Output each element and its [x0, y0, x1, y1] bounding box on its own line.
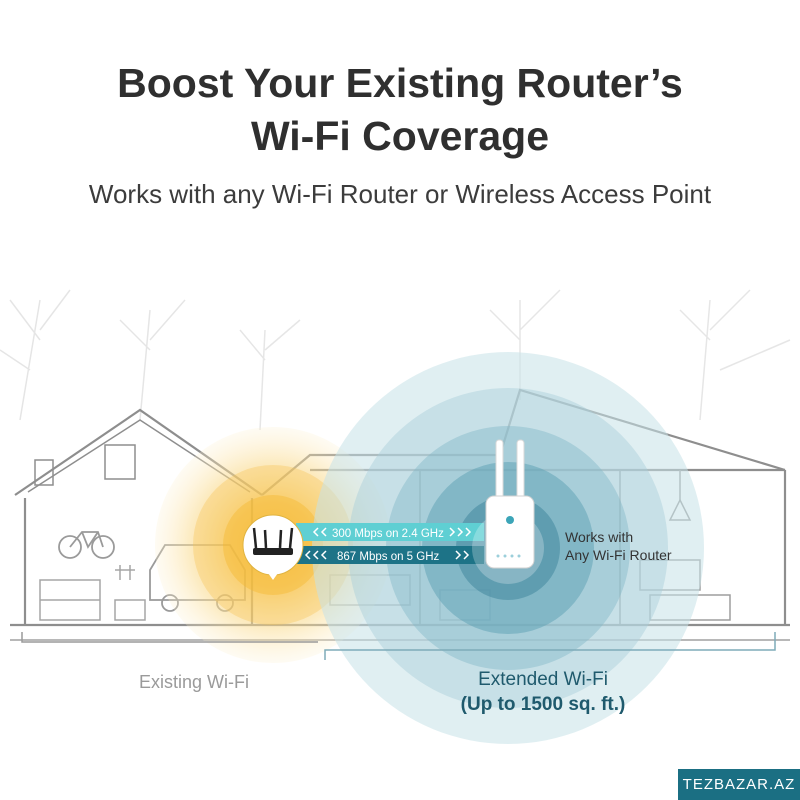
watermark: TEZBAZAR.AZ	[678, 769, 800, 800]
callout-line-2: Any Wi-Fi Router	[565, 547, 672, 563]
link-band-5-bar	[296, 546, 484, 564]
background-trees	[0, 289, 791, 431]
link-band-5-label: 867 Mbps on 5 GHz	[337, 551, 440, 563]
link-band-24-bar	[296, 523, 484, 541]
extender-icon	[472, 439, 544, 584]
link-arrows	[304, 527, 472, 560]
headline-line-2: Wi-Fi Coverage	[250, 113, 550, 159]
router-icon	[242, 514, 304, 580]
garage-shelves	[39, 565, 146, 621]
zone-brackets	[21, 632, 776, 660]
callout-line-1: Works with	[565, 529, 634, 545]
extended-wifi-label: Extended Wi-Fi	[478, 669, 608, 690]
extended-wifi-area-label: (Up to 1500 sq. ft.)	[460, 694, 626, 715]
link-band-24-label: 300 Mbps on 2.4 GHz	[332, 528, 444, 540]
bicycle-icon	[58, 531, 115, 559]
existing-wifi-label: Existing Wi-Fi	[138, 672, 249, 692]
headline-line-1: Boost Your Existing Router’s	[117, 60, 683, 106]
subheadline: Works with any Wi-Fi Router or Wireless …	[88, 179, 712, 209]
